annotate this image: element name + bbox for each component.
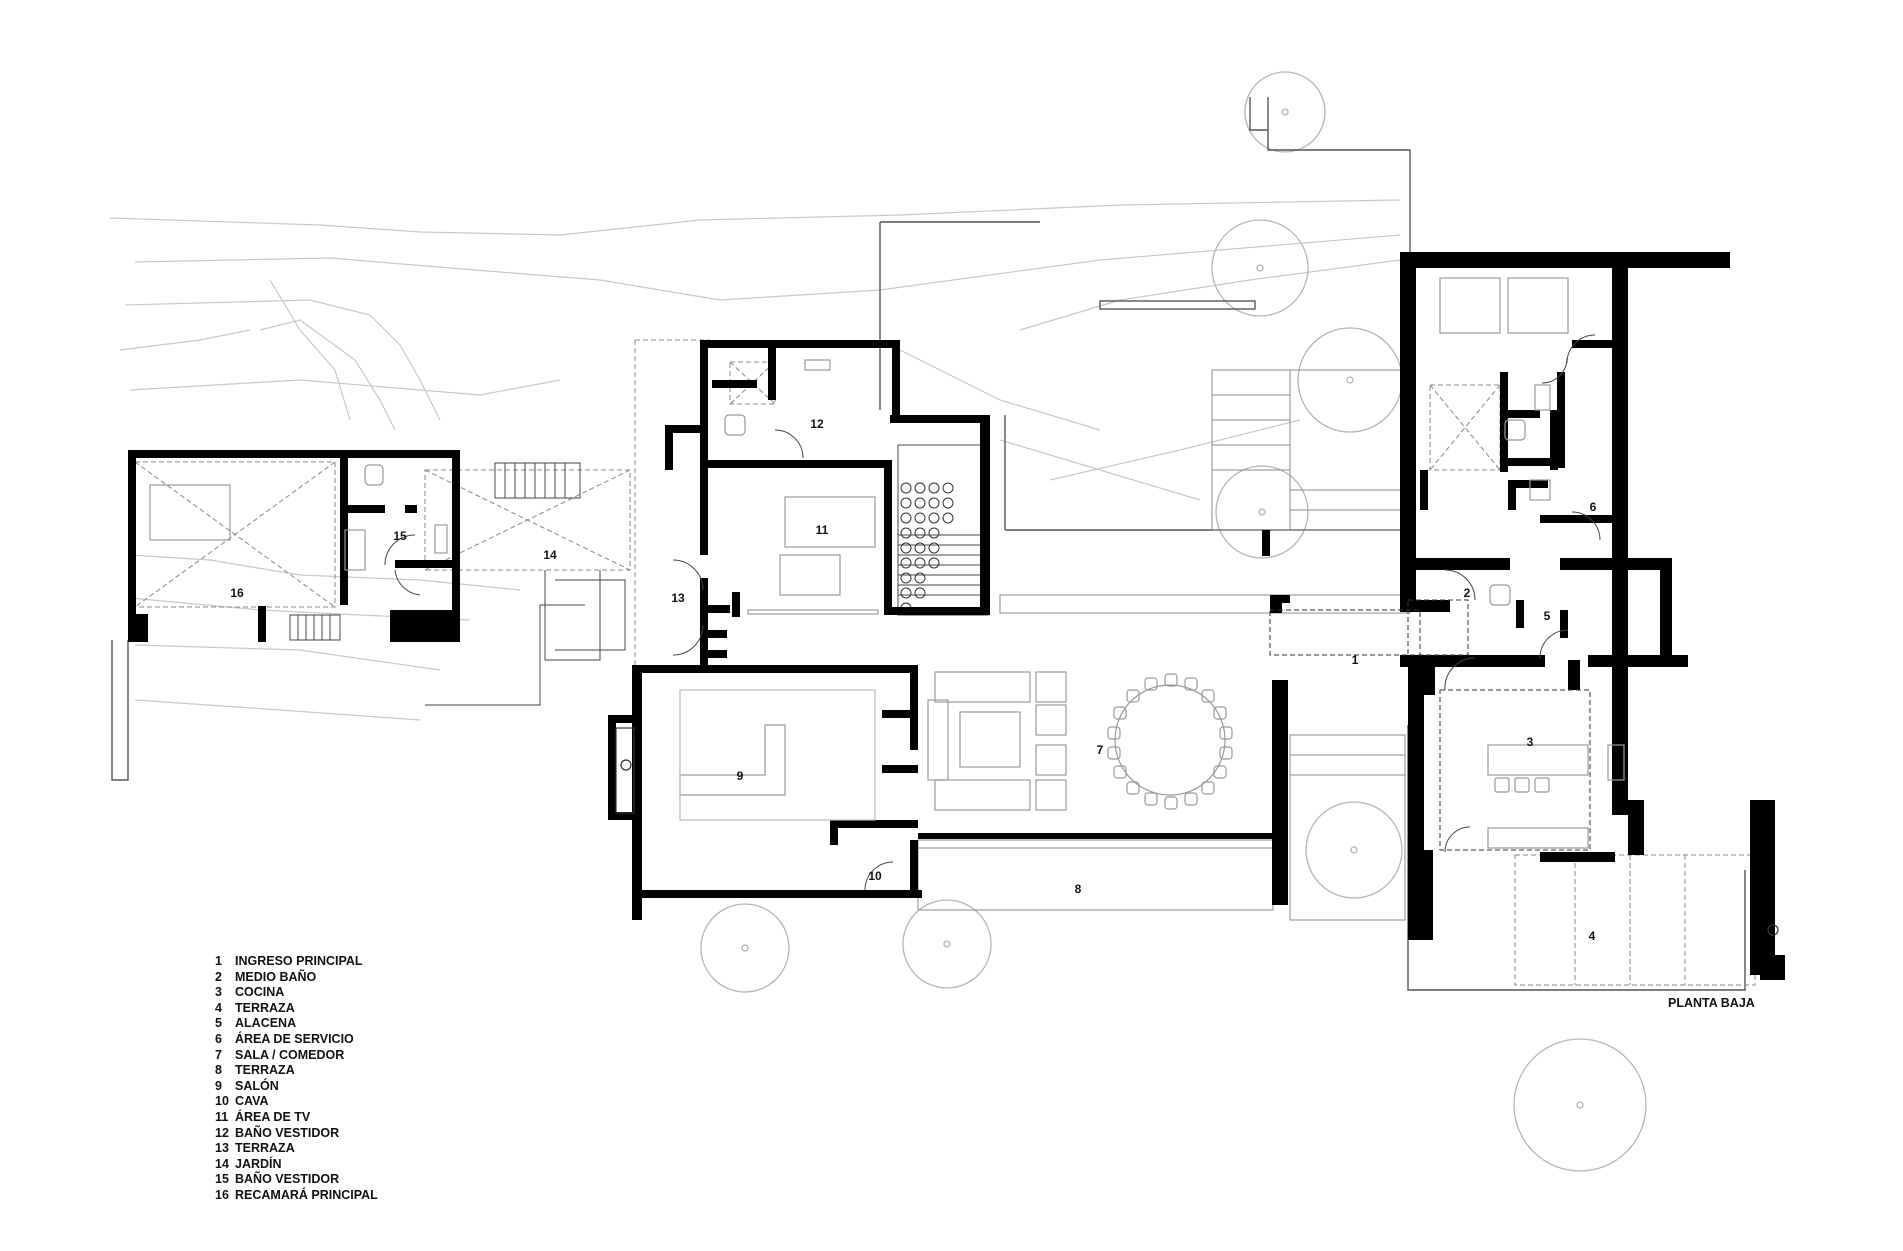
dining-chairs <box>1107 673 1233 810</box>
stair-circles <box>900 482 954 614</box>
legend-item-label: RECAMARÁ PRINCIPAL <box>235 1187 378 1202</box>
legend-item-number: 10 <box>215 1094 229 1109</box>
legend-item-number: 2 <box>215 969 222 984</box>
legend-item-label: JARDÍN <box>235 1156 282 1171</box>
legend-item-number: 7 <box>215 1047 222 1062</box>
legend-item: 3 COCINA <box>215 985 475 1001</box>
legend-item-number: 3 <box>215 985 222 1000</box>
tree-icon <box>902 899 992 989</box>
legend-item: 14 JARDÍN <box>215 1157 475 1173</box>
walls <box>128 252 1785 980</box>
legend-item-number: 8 <box>215 1063 222 1078</box>
drawing-title: PLANTA BAJA <box>1668 996 1755 1010</box>
tree-icon <box>1305 801 1403 899</box>
legend-item-label: COCINA <box>235 985 285 1000</box>
site-lines <box>111 97 1746 991</box>
legend-item-number: 11 <box>215 1109 229 1124</box>
room-number-4: 4 <box>1589 929 1596 943</box>
tree-icon <box>1211 219 1309 317</box>
tree-icon <box>1513 1038 1647 1172</box>
legend-item-number: 14 <box>215 1156 229 1171</box>
legend-item-label: BAÑO VESTIDOR <box>235 1125 340 1140</box>
legend-item: 15 BAÑO VESTIDOR <box>215 1172 475 1188</box>
legend-item: 11 ÁREA DE TV <box>215 1110 475 1126</box>
legend-item: 16 RECAMARÁ PRINCIPAL <box>215 1188 475 1204</box>
floor-patterns <box>134 339 1756 986</box>
legend-item-number: 15 <box>215 1172 229 1187</box>
room-number-6: 6 <box>1590 500 1597 514</box>
room-number-16: 16 <box>230 586 244 600</box>
room-number-7: 7 <box>1097 743 1104 757</box>
tree-icon <box>1297 327 1403 433</box>
legend-item: 2 MEDIO BAÑO <box>215 970 475 986</box>
legend-item: 1 INGRESO PRINCIPAL <box>215 954 475 970</box>
fireplace <box>615 727 1779 936</box>
tree-icon <box>1215 465 1309 559</box>
legend-item-number: 13 <box>215 1141 229 1156</box>
legend-item-number: 4 <box>215 1000 222 1015</box>
tree-icon <box>700 903 790 993</box>
room-number-12: 12 <box>810 417 824 431</box>
legend-item-number: 6 <box>215 1031 222 1046</box>
legend-item: 4 TERRAZA <box>215 1001 475 1017</box>
furniture <box>149 277 1625 849</box>
room-number-1: 1 <box>1352 653 1359 667</box>
legend-item-number: 1 <box>215 954 222 968</box>
legend-item-label: SALA / COMEDOR <box>235 1047 345 1062</box>
room-number-15: 15 <box>393 529 407 543</box>
room-number-3: 3 <box>1527 735 1534 749</box>
legend-item-label: INGRESO PRINCIPAL <box>235 954 363 968</box>
legend-item: 12 BAÑO VESTIDOR <box>215 1126 475 1142</box>
legend-item: 9 SALÓN <box>215 1079 475 1095</box>
legend-item-number: 5 <box>215 1016 222 1031</box>
legend-item-label: ALACENA <box>235 1016 297 1031</box>
room-number-14: 14 <box>543 548 557 562</box>
legend-item: 5 ALACENA <box>215 1016 475 1032</box>
legend-item: 10 CAVA <box>215 1094 475 1110</box>
legend-item: 6 ÁREA DE SERVICIO <box>215 1032 475 1048</box>
tree-icon <box>1244 71 1326 153</box>
legend-item-label: BAÑO VESTIDOR <box>235 1172 340 1187</box>
room-number-11: 11 <box>816 523 829 537</box>
tree-symbols <box>700 71 1647 1172</box>
legend-item-label: TERRAZA <box>235 1000 295 1015</box>
legend-item-label: ÁREA DE TV <box>235 1109 311 1124</box>
legend-item-label: SALÓN <box>235 1078 279 1093</box>
room-number-8: 8 <box>1075 882 1082 896</box>
room-number-10: 10 <box>868 869 882 883</box>
legend-item-label: TERRAZA <box>235 1063 295 1078</box>
door-swings <box>384 334 1601 891</box>
room-numbers: 1 2 3 4 5 6 7 8 9 10 11 12 13 14 15 16 <box>230 417 1596 943</box>
legend-item-label: MEDIO BAÑO <box>235 969 317 984</box>
legend-item-number: 9 <box>215 1078 222 1093</box>
room-number-5: 5 <box>1544 609 1551 623</box>
terrain-contours <box>109 199 1401 721</box>
legend-item-label: ÁREA DE SERVICIO <box>235 1031 354 1046</box>
legend-item-label: CAVA <box>235 1094 269 1109</box>
legend-item-label: TERRAZA <box>235 1141 295 1156</box>
room-number-13: 13 <box>671 591 685 605</box>
legend-item: 7 SALA / COMEDOR <box>215 1048 475 1064</box>
legend-item-number: 16 <box>215 1187 229 1202</box>
room-number-9: 9 <box>737 769 744 783</box>
legend-item: 13 TERRAZA <box>215 1141 475 1157</box>
legend-item: 8 TERRAZA <box>215 1063 475 1079</box>
dashed-outlines <box>1269 599 1591 851</box>
legend-item-number: 12 <box>215 1125 229 1140</box>
room-number-2: 2 <box>1464 586 1471 600</box>
